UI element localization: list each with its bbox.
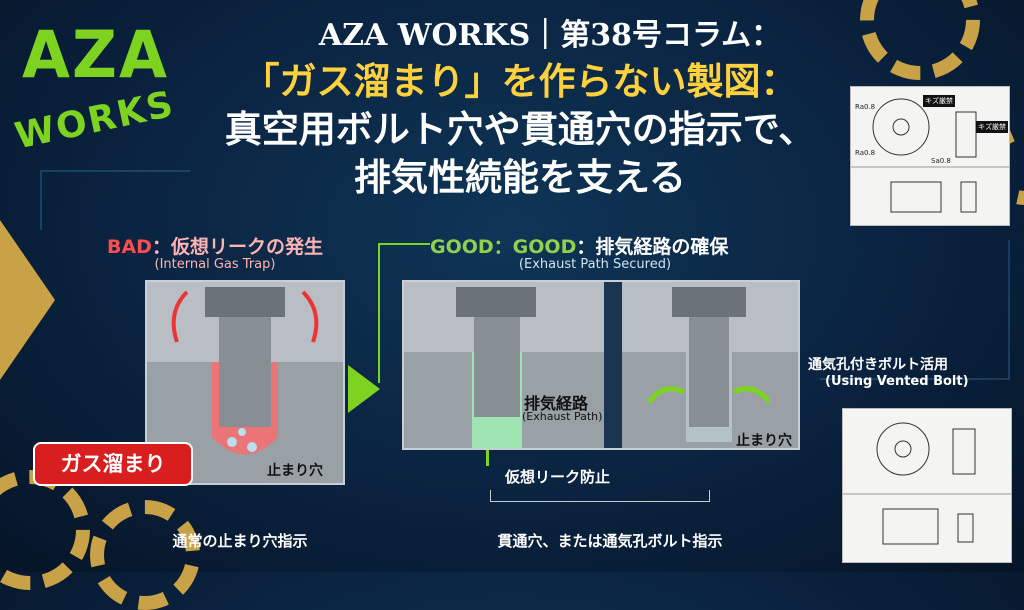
blind-hole-label: 止まり穴 (267, 463, 323, 479)
vented-bolt-sub: (Using Vented Bolt) (825, 374, 969, 389)
leak-prevention-label: 仮想リーク防止 (505, 468, 611, 486)
bad-subtitle: (Internal Gas Trap) (154, 257, 276, 272)
gear-decoration (90, 500, 200, 610)
good-caption: 貫通穴、または通気孔ボルト指示 (497, 532, 723, 550)
title-line-2: 真空用ボルト穴や貫通穴の指示で、 (224, 108, 816, 151)
good-diagram: 排気経路 (Exhaust Path) 止まり穴 (402, 280, 800, 450)
vented-bolt-label: 通気孔付きボルト活用 (808, 357, 948, 373)
bad-caption: 通常の止まり穴指示 (172, 532, 308, 550)
exhaust-path-label: 排気経路 (524, 394, 589, 413)
series-title: AZA WORKS｜第38号コラム： (318, 18, 782, 53)
bad-label: BAD (107, 236, 152, 258)
connector-line (378, 243, 430, 383)
circuit-decoration (820, 240, 1010, 380)
good-label: GOOD：GOOD (430, 236, 577, 258)
logo: AZA (22, 16, 169, 93)
gear-decoration (0, 470, 90, 590)
drawing-note: Ra0.8 (855, 103, 876, 111)
arrow-icon (348, 365, 380, 413)
gold-triangle (0, 220, 55, 380)
good-heading: GOOD：GOOD：排気経路の確保 (430, 232, 760, 259)
drawing-thumbnail-top: キズ厳禁 キズ厳禁 Ra0.8 Ra0.8 Sa0.8 (850, 86, 1010, 226)
circuit-decoration (40, 170, 190, 230)
drawing-note: Sa0.8 (931, 157, 951, 165)
blind-hole-label: 止まり穴 (736, 433, 792, 449)
title-line-3: 排気性続能を支える (354, 156, 686, 199)
bracket-line (490, 490, 710, 502)
exhaust-path-sub: (Exhaust Path) (522, 410, 603, 423)
bad-diagram: 止まり穴 (145, 280, 345, 485)
gear-decoration (860, 0, 980, 80)
good-subtitle: (Exhaust Path Secured) (518, 257, 672, 272)
drawing-thumbnail-bottom (842, 408, 1012, 563)
good-heading-text: ：排気経路の確保 (576, 236, 729, 258)
drawing-tag: キズ厳禁 (976, 121, 1008, 133)
drawing-tag: キズ厳禁 (923, 95, 955, 107)
arrow-down-icon (486, 450, 489, 466)
drawing-note: Ra0.8 (855, 149, 876, 157)
title-line-1: 「ガス溜まり」を作らない製図： (242, 60, 798, 103)
bad-heading: BAD：仮想リークの発生 (100, 232, 330, 259)
logo-works: WORKS (11, 83, 179, 158)
gas-trap-badge: ガス溜まり (33, 442, 193, 486)
page-title: 「ガス溜まり」を作らない製図： 真空用ボルト穴や貫通穴の指示で、 排気性続能を支… (200, 58, 840, 202)
bad-heading-text: ：仮想リークの発生 (151, 236, 323, 258)
